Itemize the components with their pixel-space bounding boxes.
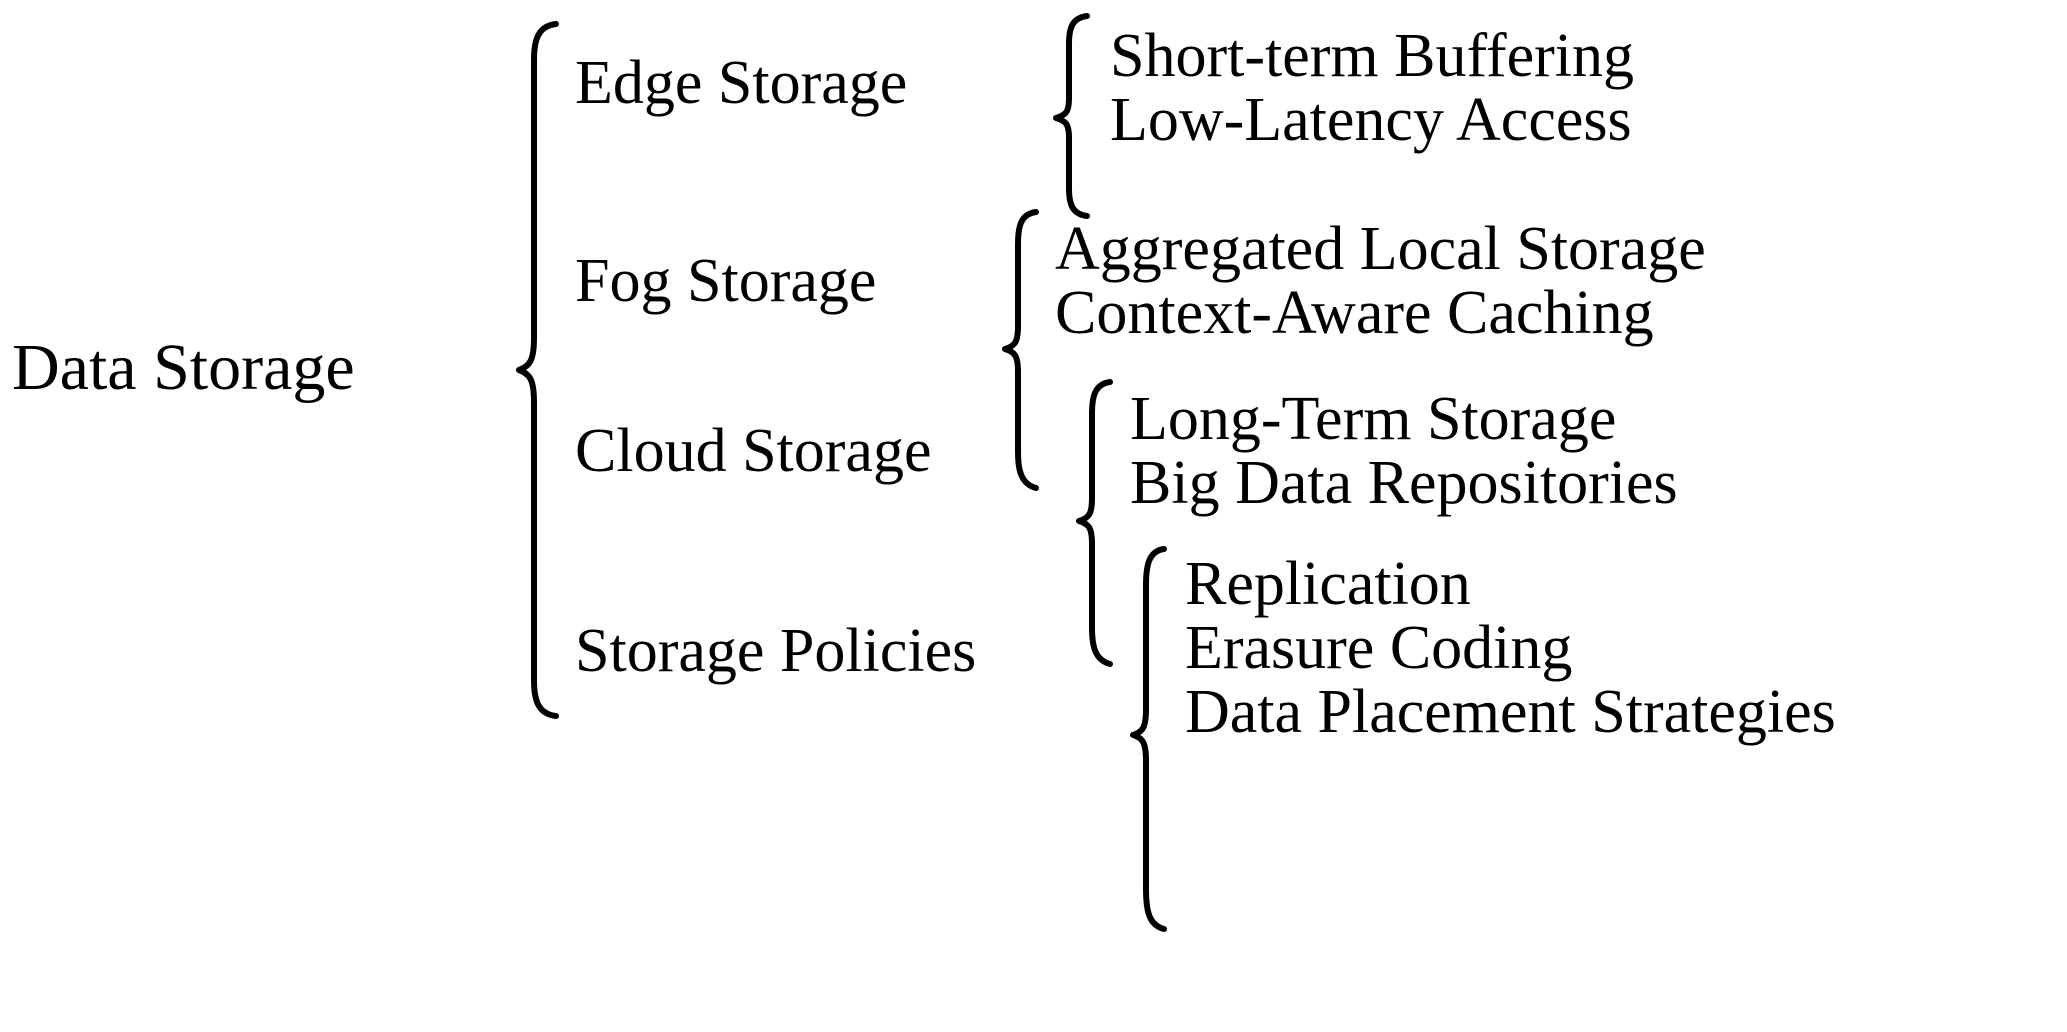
branch-label-fog-storage: Fog Storage <box>575 247 877 315</box>
leaf-group-edge-storage: Short-term Buffering Low-Latency Access <box>1110 22 1635 154</box>
branch-curly-brace-icon-edge-storage <box>1053 13 1090 219</box>
branch-label-storage-policies: Storage Policies <box>575 617 977 685</box>
leaf-label: Erasure Coding <box>1185 613 1573 682</box>
leaf-label: Low-Latency Access <box>1110 85 1632 154</box>
branch-curly-brace-icon-storage-policies <box>1130 546 1167 932</box>
branch-label-edge-storage: Edge Storage <box>575 49 908 117</box>
leaf-group-cloud-storage: Long-Term Storage Big Data Repositories <box>1130 385 1678 517</box>
leaf-group-fog-storage: Aggregated Local Storage Context-Aware C… <box>1055 215 1706 347</box>
root-curly-brace-icon <box>516 21 559 719</box>
branch-curly-brace-icon-fog-storage <box>1002 209 1039 491</box>
leaf-label: Context-Aware Caching <box>1055 278 1654 347</box>
leaf-label: Replication <box>1185 550 1471 618</box>
leaf-label: Data Placement Strategies <box>1185 677 1836 746</box>
leaf-group-storage-policies: Replication Erasure Coding Data Placemen… <box>1185 550 1836 746</box>
leaf-label: Big Data Repositories <box>1130 448 1678 517</box>
root-node-label: Data Storage <box>12 331 355 404</box>
leaf-label: Aggregated Local Storage <box>1055 215 1706 283</box>
branch-curly-brace-icon-cloud-storage <box>1076 379 1113 667</box>
branch-label-cloud-storage: Cloud Storage <box>575 417 932 485</box>
leaf-label: Long-Term Storage <box>1130 385 1617 453</box>
leaf-label: Short-term Buffering <box>1110 22 1635 90</box>
